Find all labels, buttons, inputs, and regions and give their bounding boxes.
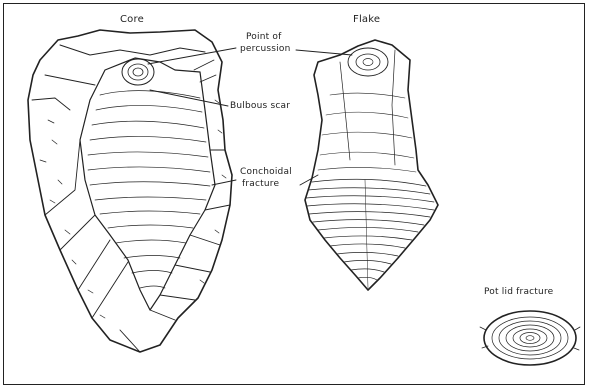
potlid-drawing [480,311,580,365]
label-core: Core [120,14,144,26]
label-point-line1: Point of [246,31,281,43]
leader-conch-flake [300,175,318,185]
label-bulbous-scar: Bulbous scar [230,100,290,112]
label-flake: Flake [353,14,380,26]
label-point-line2: percussion [240,43,291,55]
potlid-outline [484,311,576,365]
label-conchoidal-line2: fracture [242,178,279,190]
label-conchoidal-line1: Conchoidal [240,166,292,178]
flake-drawing [305,40,438,290]
leader-bulb [150,90,228,106]
leader-conch-core [212,180,236,185]
core-drawing [28,30,232,352]
label-potlid: Pot lid fracture [484,286,553,298]
